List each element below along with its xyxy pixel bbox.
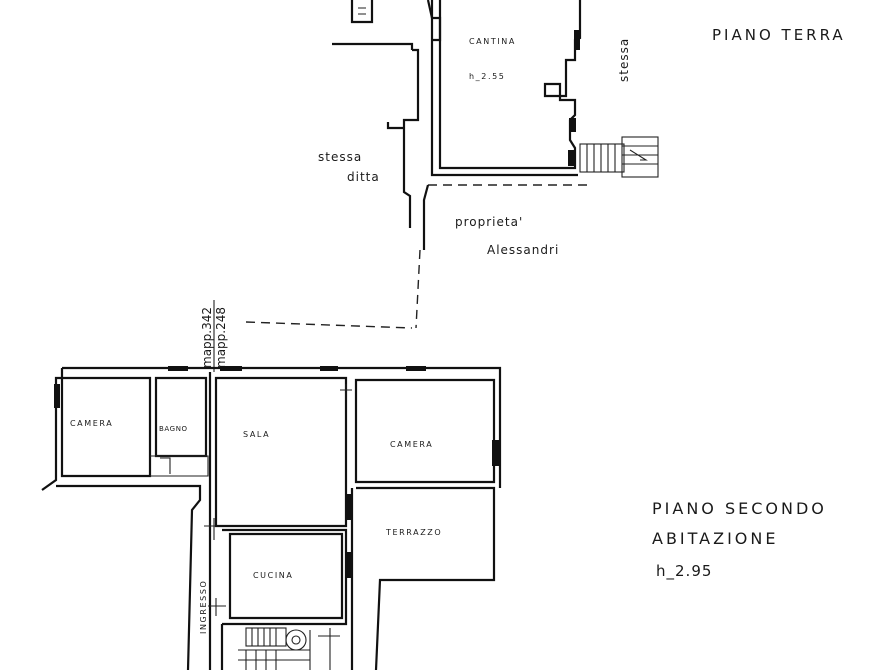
- second-outer-wall-left: [41, 368, 64, 491]
- property-boundary-bottom: [245, 321, 413, 329]
- ground-wall: [426, 0, 442, 42]
- cantina-label: CANTINA: [469, 37, 516, 46]
- terrazzo-walls: [356, 486, 496, 670]
- terrazzo-label: TERRAZZO: [385, 528, 442, 537]
- second-floor-title-1: PIANO SECONDO: [652, 499, 827, 518]
- window-mark: [569, 118, 576, 132]
- door-mark: [208, 598, 226, 616]
- second-floor-title-2: ABITAZIONE: [652, 529, 778, 548]
- parcel-label-a: mapp.342: [200, 307, 214, 368]
- ingresso-label: INGRESSO: [199, 580, 208, 634]
- camera-right-label: CAMERA: [390, 440, 433, 449]
- ground-wall: [332, 42, 414, 50]
- parcel-label-b: mapp.248: [214, 307, 228, 368]
- ground-left-wall: [386, 48, 420, 228]
- window-mark: [220, 366, 242, 371]
- bagno-walls: [154, 376, 208, 458]
- door-mark: [340, 384, 352, 400]
- window-mark: [168, 366, 188, 371]
- window-mark: [406, 366, 426, 371]
- window-mark: [346, 552, 352, 578]
- neighbor-left-label-2: ditta: [347, 170, 380, 184]
- property-boundary-left: [415, 249, 421, 329]
- bagno-label: BAGNO: [159, 425, 188, 433]
- stairwell: [220, 624, 340, 670]
- door-mark: [204, 518, 222, 540]
- property-owner-label-1: proprieta': [455, 215, 523, 229]
- window-mark: [568, 150, 576, 166]
- second-floor-height: h_2.95: [656, 562, 712, 581]
- ingresso-left-wall: [56, 484, 202, 670]
- cantina-height: h_2.55: [469, 72, 505, 81]
- second-floor-plan: [41, 366, 502, 670]
- external-stair: [579, 136, 659, 178]
- second-outer-wall-top: [62, 366, 502, 488]
- window-mark: [346, 494, 352, 520]
- window-mark: [54, 384, 60, 408]
- ground-floor-title: PIANO TERRA: [712, 26, 846, 44]
- cantina-walls: [438, 0, 582, 170]
- ground-floor-plan: [245, 0, 659, 329]
- camera-right-walls: [354, 378, 496, 484]
- door-swing: [160, 457, 171, 474]
- window-mark: [320, 366, 338, 371]
- cantina-outer-wall: [430, 0, 578, 177]
- bagno-passage: [150, 455, 209, 477]
- window-mark: [574, 30, 580, 50]
- cucina-label: CUCINA: [253, 571, 293, 580]
- sala-label: SALA: [243, 430, 270, 439]
- ground-stair-fragment: [358, 7, 366, 15]
- cucina-walls: [228, 532, 344, 620]
- neighbor-left-label-1: stessa: [318, 150, 362, 164]
- sala-walls: [214, 376, 348, 528]
- camera-left-label: CAMERA: [70, 419, 113, 428]
- property-boundary-wall: [422, 184, 430, 250]
- window-mark: [492, 440, 499, 466]
- property-owner-label-2: Alessandri: [487, 243, 559, 257]
- cucina-outer-wall: [222, 528, 348, 626]
- neighbor-right-label: stessa: [617, 38, 631, 82]
- ground-wall-fragment: [350, 0, 374, 24]
